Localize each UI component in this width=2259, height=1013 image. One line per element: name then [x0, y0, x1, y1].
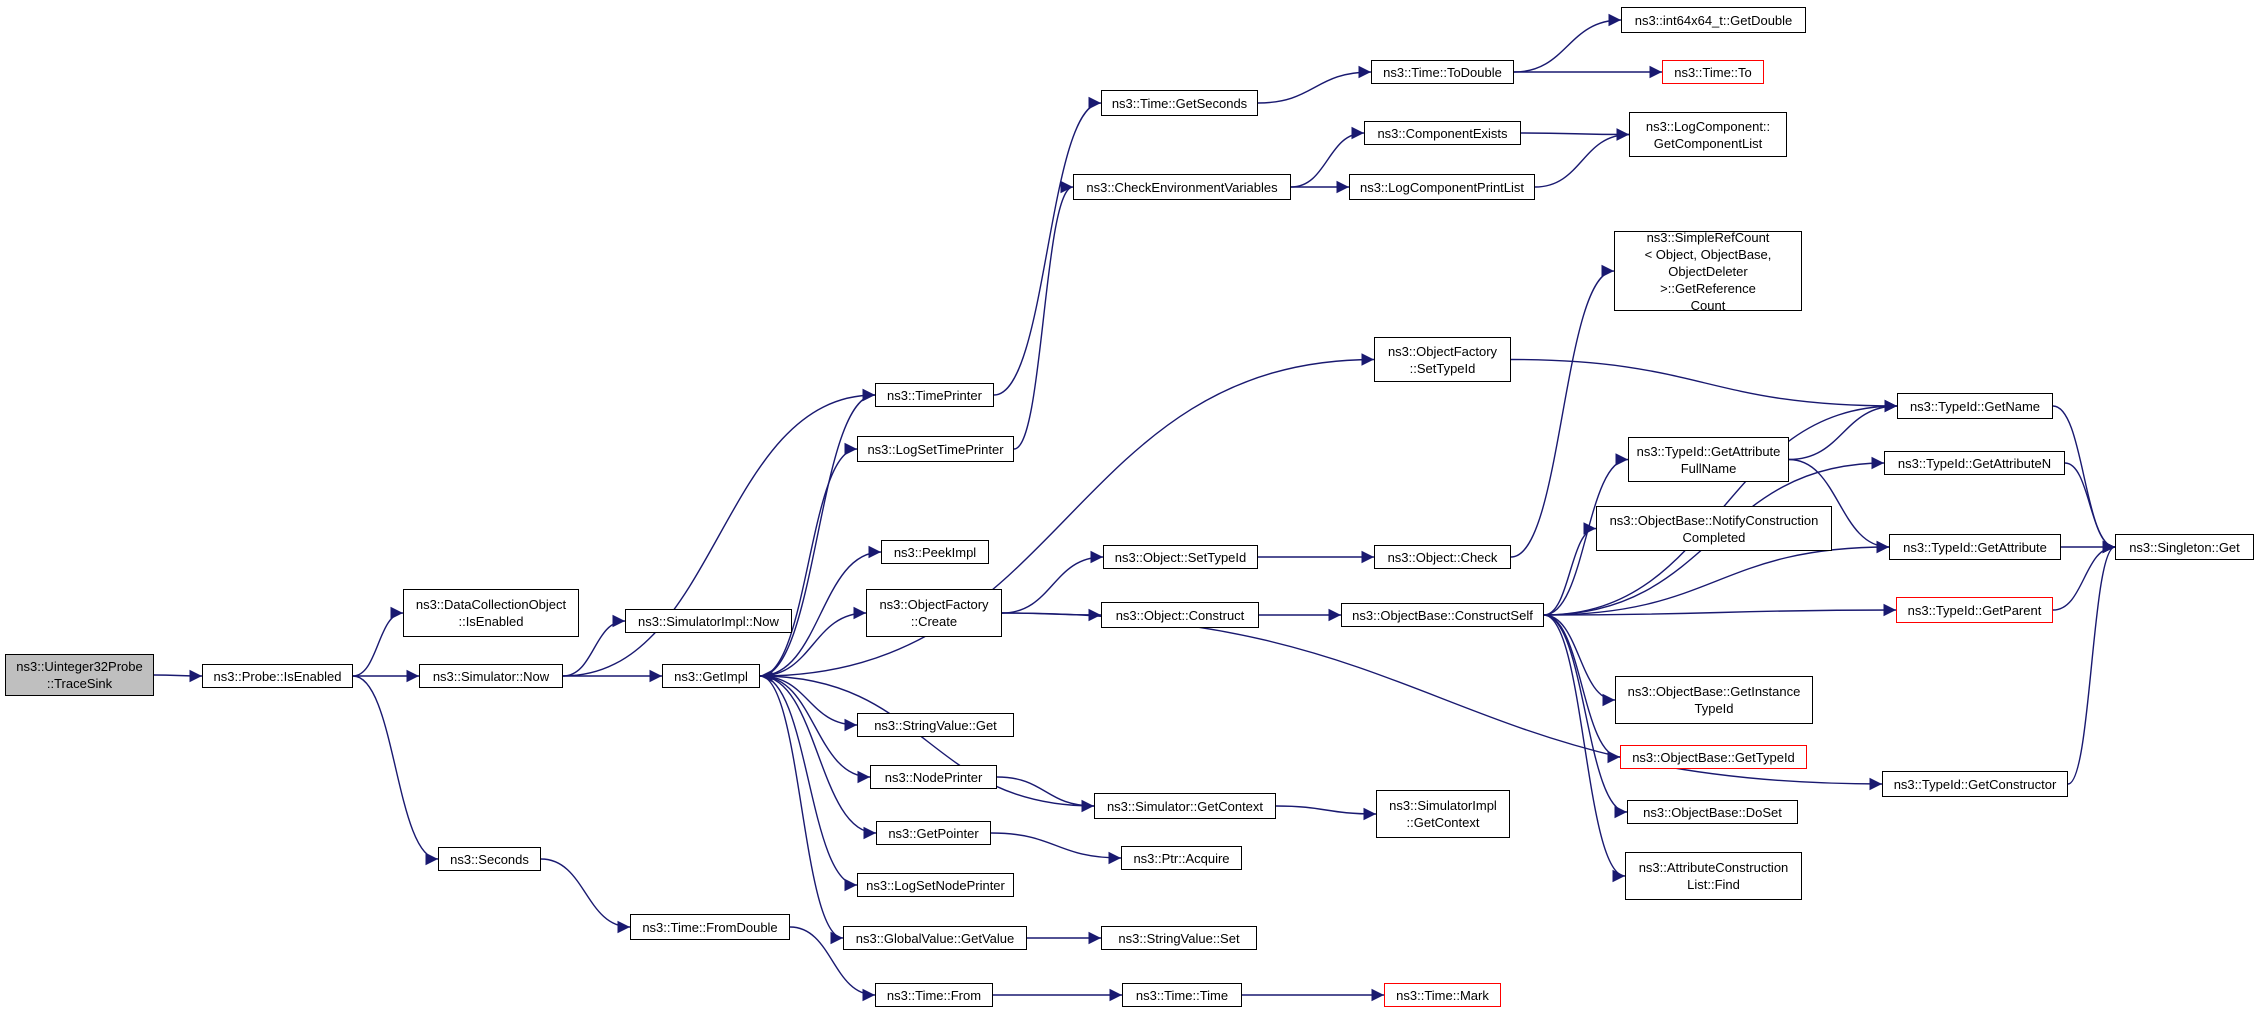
- edge-object_base_construct_self-to-type_id_get_attribute: [1543, 540, 1890, 616]
- node-string-value-get[interactable]: ns3::StringValue::Get: [857, 713, 1014, 737]
- edge-simulator_get_context-to-simulator_impl_get_context: [1275, 805, 1377, 821]
- edge-log_set_time_printer-to-check_environment_variables: [1013, 180, 1074, 450]
- node-log-component-print-list[interactable]: ns3::LogComponentPrintList: [1349, 174, 1535, 200]
- node-type-id-get-attribute[interactable]: ns3::TypeId::GetAttribute: [1889, 534, 2061, 560]
- edge-time_to_double-to-int64x64_get_double: [1513, 13, 1622, 73]
- node-time-from[interactable]: ns3::Time::From: [875, 983, 993, 1007]
- node-global-value-get-value[interactable]: ns3::GlobalValue::GetValue: [843, 926, 1027, 950]
- edge-time_from_double-to-time_from: [789, 926, 876, 1002]
- node-seconds[interactable]: ns3::Seconds: [438, 847, 541, 871]
- node-object-base-construct-self[interactable]: ns3::ObjectBase::ConstructSelf: [1341, 603, 1544, 627]
- edge-time_get_seconds-to-time_to_double: [1257, 65, 1372, 104]
- edge-type_id_get_attribute_full_name-to-type_id_get_name: [1788, 399, 1898, 461]
- node-object-check[interactable]: ns3::Object::Check: [1374, 545, 1511, 569]
- node-object-base-notify-construction-completed[interactable]: ns3::ObjectBase::NotifyConstruction Comp…: [1596, 506, 1832, 551]
- edge-object_base_construct_self-to-object_base_get_type_id: [1543, 614, 1621, 764]
- node-component-exists[interactable]: ns3::ComponentExists: [1364, 121, 1521, 145]
- node-simulator-impl-now[interactable]: ns3::SimulatorImpl::Now: [625, 609, 792, 633]
- edge-seconds-to-time_from_double: [540, 858, 631, 934]
- edge-probe_is_enabled-to-data_collection_object_is_enabled: [352, 606, 404, 677]
- edge-get_impl-to-object_factory_set_type_id: [759, 353, 1375, 677]
- edge-object_base_construct_self-to-object_base_notify_construction_completed: [1543, 522, 1597, 616]
- node-simulator-impl-get-context[interactable]: ns3::SimulatorImpl ::GetContext: [1376, 790, 1510, 838]
- node-simulator-get-context[interactable]: ns3::Simulator::GetContext: [1094, 793, 1276, 819]
- edge-log_component_print_list-to-log_component_get_component_list: [1534, 128, 1630, 188]
- edge-time_printer-to-time_get_seconds: [993, 96, 1102, 396]
- node-log-component-get-component-list[interactable]: ns3::LogComponent:: GetComponentList: [1629, 112, 1787, 157]
- node-simulator-now[interactable]: ns3::Simulator::Now: [419, 664, 563, 688]
- node-attribute-construction-list-find[interactable]: ns3::AttributeConstruction List::Find: [1625, 852, 1802, 900]
- node-time-to-double[interactable]: ns3::Time::ToDouble: [1371, 60, 1514, 84]
- edge-get_impl-to-peek_impl: [759, 545, 882, 677]
- node-probe-is-enabled[interactable]: ns3::Probe::IsEnabled: [202, 664, 353, 688]
- node-time-from-double[interactable]: ns3::Time::FromDouble: [630, 914, 790, 940]
- node-time-mark[interactable]: ns3::Time::Mark: [1384, 983, 1501, 1007]
- node-type-id-get-constructor[interactable]: ns3::TypeId::GetConstructor: [1882, 771, 2068, 797]
- node-ptr-acquire[interactable]: ns3::Ptr::Acquire: [1121, 846, 1242, 870]
- edge-node_printer-to-simulator_get_context: [996, 776, 1095, 813]
- node-int64x64-get-double[interactable]: ns3::int64x64_t::GetDouble: [1621, 7, 1806, 33]
- edge-component_exists-to-log_component_get_component_list: [1520, 128, 1630, 141]
- node-object-base-get-type-id[interactable]: ns3::ObjectBase::GetTypeId: [1620, 745, 1807, 769]
- node-uinteger32-probe-trace-sink: ns3::Uinteger32Probe ::TraceSink: [5, 654, 154, 696]
- node-peek-impl[interactable]: ns3::PeekImpl: [881, 540, 989, 564]
- edge-get_pointer-to-ptr_acquire: [990, 832, 1122, 865]
- node-type-id-get-attribute-n[interactable]: ns3::TypeId::GetAttributeN: [1884, 451, 2065, 475]
- node-object-factory-create[interactable]: ns3::ObjectFactory ::Create: [866, 589, 1002, 637]
- edge-probe_is_enabled-to-seconds: [352, 675, 439, 866]
- edge-type_id_get_attribute_full_name-to-type_id_get_attribute: [1788, 458, 1890, 554]
- node-check-environment-variables[interactable]: ns3::CheckEnvironmentVariables: [1073, 174, 1291, 200]
- edge-object_factory_set_type_id-to-type_id_get_name: [1510, 358, 1898, 413]
- node-object-base-get-instance-type-id[interactable]: ns3::ObjectBase::GetInstance TypeId: [1615, 676, 1813, 724]
- node-singleton-get[interactable]: ns3::Singleton::Get: [2115, 534, 2254, 560]
- edge-object_base_construct_self-to-object_base_do_set: [1543, 614, 1628, 819]
- node-object-base-do-set[interactable]: ns3::ObjectBase::DoSet: [1627, 800, 1798, 824]
- edge-object_factory_create-to-object_set_type_id: [1001, 550, 1104, 614]
- node-object-construct[interactable]: ns3::Object::Construct: [1101, 602, 1259, 628]
- edge-check_environment_variables-to-component_exists: [1290, 126, 1365, 188]
- node-log-set-node-printer[interactable]: ns3::LogSetNodePrinter: [857, 873, 1014, 897]
- node-type-id-get-parent[interactable]: ns3::TypeId::GetParent: [1896, 597, 2053, 623]
- edge-type_id_get_attribute_n-to-singleton_get: [2064, 462, 2116, 554]
- edge-get_impl-to-get_pointer: [759, 675, 877, 840]
- node-object-set-type-id[interactable]: ns3::Object::SetTypeId: [1103, 545, 1258, 569]
- edge-get_impl-to-object_factory_create: [759, 606, 867, 677]
- node-time-time[interactable]: ns3::Time::Time: [1122, 983, 1242, 1007]
- edge-object_base_construct_self-to-attribute_construction_list_find: [1543, 614, 1626, 883]
- edge-uint32_probe_trace_sink-to-probe_is_enabled: [153, 669, 203, 683]
- edge-object_check-to-simple_ref_count_get_reference_count: [1510, 264, 1615, 558]
- node-log-set-time-printer[interactable]: ns3::LogSetTimePrinter: [857, 436, 1014, 462]
- edge-type_id_get_constructor-to-singleton_get: [2067, 540, 2116, 785]
- node-simple-ref-count-get-reference-count[interactable]: ns3::SimpleRefCount < Object, ObjectBase…: [1614, 230, 1802, 313]
- edge-get_impl-to-string_value_get: [759, 675, 858, 732]
- node-type-id-get-name[interactable]: ns3::TypeId::GetName: [1897, 393, 2053, 419]
- node-object-factory-set-type-id[interactable]: ns3::ObjectFactory ::SetTypeId: [1374, 337, 1511, 382]
- edge-type_id_get_name-to-singleton_get: [2052, 405, 2116, 554]
- node-node-printer[interactable]: ns3::NodePrinter: [870, 765, 997, 789]
- edge-simulator_now-to-time_printer: [562, 388, 876, 677]
- edge-object_base_construct_self-to-type_id_get_parent: [1543, 603, 1897, 617]
- edge-get_impl-to-log_set_time_printer: [759, 442, 858, 677]
- node-get-pointer[interactable]: ns3::GetPointer: [876, 821, 991, 845]
- node-string-value-set[interactable]: ns3::StringValue::Set: [1101, 926, 1257, 950]
- edge-get_impl-to-time_printer: [759, 388, 876, 677]
- node-time-get-seconds[interactable]: ns3::Time::GetSeconds: [1101, 90, 1258, 116]
- edge-object_base_construct_self-to-object_base_get_instance_type_id: [1543, 614, 1616, 707]
- edge-get_impl-to-global_value_get_value: [759, 675, 844, 945]
- edge-type_id_get_parent-to-singleton_get: [2052, 540, 2116, 611]
- node-time-printer[interactable]: ns3::TimePrinter: [875, 383, 994, 407]
- node-get-impl[interactable]: ns3::GetImpl: [662, 664, 760, 688]
- node-type-id-get-attribute-full-name[interactable]: ns3::TypeId::GetAttribute FullName: [1628, 437, 1789, 482]
- node-data-collection-object-is-enabled[interactable]: ns3::DataCollectionObject ::IsEnabled: [403, 589, 579, 637]
- edge-simulator_now-to-simulator_impl_now: [562, 614, 626, 677]
- edge-object_base_construct_self-to-type_id_get_attribute_full_name: [1543, 453, 1629, 616]
- edge-simulator_get_context-to-get_impl: [759, 669, 1095, 807]
- edge-get_impl-to-node_printer: [759, 675, 871, 784]
- edge-get_impl-to-log_set_node_printer: [759, 675, 858, 892]
- node-time-to[interactable]: ns3::Time::To: [1662, 60, 1764, 84]
